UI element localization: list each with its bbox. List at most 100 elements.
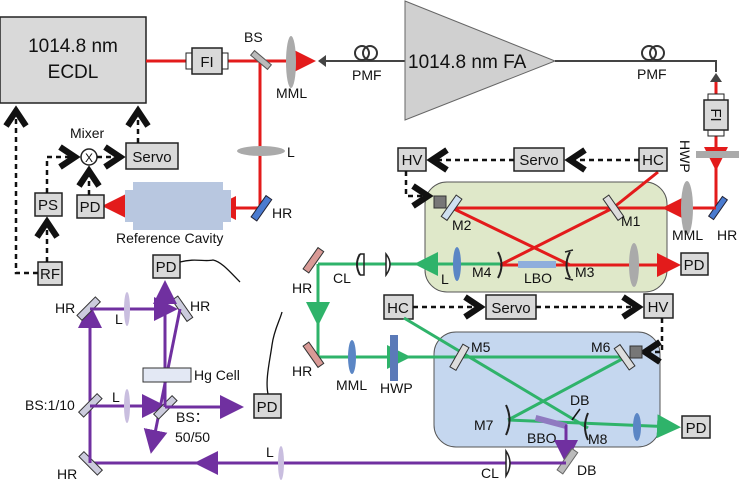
half-wave-plate-1	[696, 151, 739, 158]
svg-text:M6: M6	[591, 339, 611, 355]
lens-cavity1-right	[629, 243, 639, 287]
svg-text:FI: FI	[707, 108, 724, 121]
mirror-m6	[613, 343, 636, 371]
hr-mirror-green-2	[302, 341, 325, 369]
svg-text:M4: M4	[472, 264, 492, 280]
svg-text:HR: HR	[57, 466, 77, 482]
photodiode-reference: PD	[76, 194, 105, 219]
svg-text:PD: PD	[686, 420, 707, 437]
svg-text:MML: MML	[672, 227, 703, 243]
mercury-cell	[142, 367, 192, 383]
fhg-cavity-enclosure	[433, 331, 661, 448]
svg-text:HR: HR	[292, 363, 312, 379]
cable-pd-side	[266, 311, 283, 395]
hansch-couillaud-1: HC	[638, 147, 668, 172]
svg-text:M2: M2	[452, 217, 472, 233]
fiber-coil-icon	[649, 45, 665, 61]
signal-hv2-to-m6	[645, 318, 664, 352]
pmf-fiber-2	[555, 60, 717, 72]
hr-mirror-green-1	[302, 246, 325, 274]
svg-text:1014.8 nm FA: 1014.8 nm FA	[408, 52, 527, 73]
mode-matching-lens-green	[348, 340, 356, 374]
svg-text:HR: HR	[717, 227, 737, 243]
lens-cavity1	[453, 247, 461, 281]
svg-text:MML: MML	[336, 377, 367, 393]
cavity1-beam-cross1	[451, 206, 571, 267]
svg-text:LBO: LBO	[524, 270, 552, 286]
svg-text:FI: FI	[200, 54, 213, 71]
piezo-m2	[433, 195, 447, 209]
svg-text:HV: HV	[648, 299, 669, 316]
piezo-m6	[629, 345, 643, 359]
mode-matching-lens-top	[286, 36, 296, 88]
mirror-m4	[497, 251, 503, 279]
svg-text:HC: HC	[387, 300, 409, 317]
svg-text:M5: M5	[471, 339, 491, 355]
ecdl-line1: 1014.8 nm	[28, 36, 118, 57]
beam-splitter-top	[249, 49, 273, 71]
servo-cavity1: Servo	[513, 147, 565, 172]
ecdl-line2: ECDL	[48, 62, 99, 83]
high-voltage-2: HV	[643, 293, 674, 319]
hc-pickoff-beam	[612, 170, 659, 210]
lens-uv	[278, 446, 284, 480]
svg-text:DB: DB	[577, 462, 596, 478]
hr-mirror-reference	[250, 194, 273, 222]
half-wave-plate-green	[390, 335, 398, 381]
lens-cavity2-right	[633, 413, 641, 441]
svg-text:PS: PS	[38, 197, 58, 214]
fiber-coupler-1	[318, 55, 326, 67]
fiber-amplifier: 1014.8 nm FA	[404, 0, 557, 121]
hr-mirror-uv-top-left	[76, 296, 102, 322]
svg-text:Servo: Servo	[491, 300, 530, 317]
mirror-m3	[565, 251, 571, 279]
svg-text:Mixer: Mixer	[70, 125, 105, 141]
mirror-m8	[584, 412, 589, 441]
svg-text:HR: HR	[272, 205, 292, 221]
svg-text:M7: M7	[474, 417, 494, 433]
hansch-couillaud-2: HC	[383, 294, 414, 320]
svg-text:L: L	[115, 311, 123, 327]
cavity2-beam-cross	[507, 356, 625, 422]
faraday-isolator-2: FI	[703, 93, 729, 137]
svg-text:PD: PD	[257, 399, 278, 416]
photodiode-hg-side: PD	[253, 393, 282, 419]
cylindrical-lens-green-1	[356, 253, 361, 276]
svg-text:HR: HR	[292, 280, 312, 296]
signal-hv1-to-m2	[404, 171, 428, 196]
svg-text:DB: DB	[570, 392, 589, 408]
photodiode-cavity2: PD	[681, 415, 711, 439]
svg-text:HR: HR	[190, 298, 210, 314]
svg-text:L: L	[112, 389, 120, 405]
photodiode-cavity1: PD	[680, 252, 709, 276]
servo-reference: Servo	[125, 142, 179, 170]
svg-text:Reference Cavity: Reference Cavity	[116, 230, 223, 246]
reference-cavity: Reference Cavity	[116, 182, 231, 246]
svg-text:PD: PD	[684, 257, 705, 274]
svg-text:HR: HR	[55, 300, 75, 316]
cylindrical-lens-green-2	[385, 251, 391, 278]
svg-text:PD: PD	[156, 259, 177, 276]
cylindrical-lens-uv	[505, 448, 511, 479]
svg-text:BS：: BS：	[176, 409, 209, 425]
mirror-m1	[602, 194, 625, 222]
cavity1-beam-cross2	[499, 206, 614, 267]
svg-text:L: L	[287, 144, 295, 160]
svg-text:M8: M8	[588, 431, 608, 447]
svg-text:HWP: HWP	[677, 140, 693, 173]
db1-pointer	[571, 408, 581, 421]
lens-reference	[237, 146, 285, 156]
phase-shifter: PS	[34, 192, 63, 217]
lbo-crystal	[518, 261, 556, 268]
svg-text:M1: M1	[621, 213, 641, 229]
rf-source: RF	[37, 261, 63, 286]
high-voltage-1: HV	[397, 147, 427, 172]
svg-text:CL: CL	[481, 465, 499, 481]
mirror-m2	[440, 194, 463, 222]
svg-text:PMF: PMF	[637, 66, 667, 82]
signal-ps-to-mixer	[45, 157, 75, 193]
svg-text:HC: HC	[642, 152, 664, 169]
servo-cavity2: Servo	[485, 294, 537, 320]
mixer: X Mixer	[70, 125, 105, 166]
svg-text:M3: M3	[575, 264, 595, 280]
